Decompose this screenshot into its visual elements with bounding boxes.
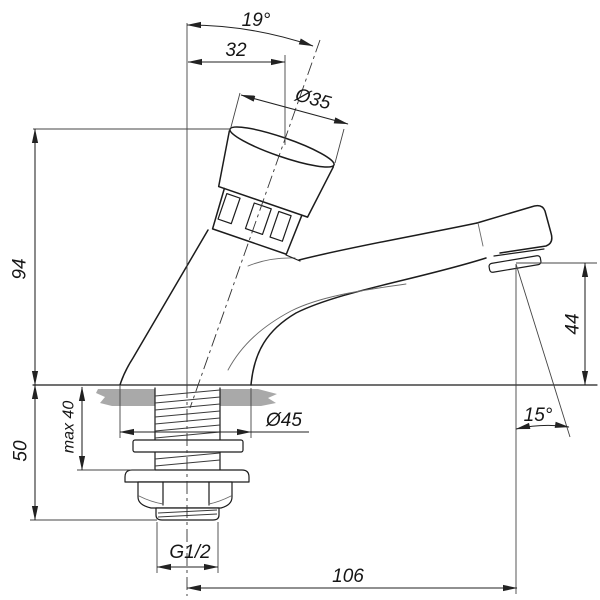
dimension-outlet-height: 44: [516, 262, 597, 386]
body-waist-highlight: [227, 283, 407, 371]
collar-to-spout-line: [285, 254, 301, 262]
body-right-outline-spout-underside: [250, 257, 487, 386]
dimension-handle-angle: 19°: [186, 10, 314, 47]
aerator: [488, 255, 542, 273]
dimension-max-deck-thickness: max 40: [60, 386, 155, 471]
thread-hatching: [154, 389, 221, 467]
dimension-spout-reach: 106: [186, 566, 518, 592]
threaded-shank: [124, 387, 250, 521]
label-outlet-height: 44: [562, 313, 583, 334]
dimension-body-height: 94: [9, 128, 230, 386]
spout-top-edge: [298, 222, 478, 261]
cap-lip: [493, 248, 545, 257]
label-thread-size: G1/2: [169, 542, 211, 563]
label-max-deck-thickness: max 40: [60, 401, 77, 454]
label-handle-angle: 19°: [242, 10, 271, 31]
label-handle-diameter: Ø35: [292, 84, 334, 114]
label-handle-offset: 32: [225, 40, 247, 61]
dimension-base-diameter: Ø45: [119, 386, 309, 438]
mounting-washer: [132, 439, 244, 453]
deck-fill-right: [220, 389, 277, 406]
dimensions: 19° 32 Ø35 94 max 40 50: [9, 10, 597, 594]
label-spout-reach: 106: [332, 566, 364, 587]
collar-slot: [269, 210, 292, 242]
label-outlet-angle: 15°: [524, 405, 553, 426]
dimension-thread-size: G1/2: [156, 522, 219, 573]
dimension-below-deck-height: 50: [10, 384, 157, 521]
knob-cap: [217, 130, 335, 218]
deck-fill-left: [96, 389, 155, 406]
dimension-outlet-angle: 15°: [515, 263, 571, 594]
body-shoulder-fillet: [247, 257, 296, 267]
label-below-deck-height: 50: [10, 440, 31, 462]
collar-slot: [244, 202, 272, 236]
body-left-outline: [119, 229, 209, 386]
knob-collar: [211, 187, 303, 255]
faucet-body: [119, 204, 553, 386]
mounting-nut: [137, 481, 233, 509]
push-knob: [211, 126, 335, 255]
collar-slot: [217, 192, 241, 225]
deck-cross-section: [32, 384, 598, 406]
dimension-handle-diameter: Ø35: [230, 84, 349, 164]
thread-tail-g12: [155, 507, 220, 521]
label-base-diameter: Ø45: [265, 410, 302, 431]
label-body-height: 94: [9, 258, 30, 279]
